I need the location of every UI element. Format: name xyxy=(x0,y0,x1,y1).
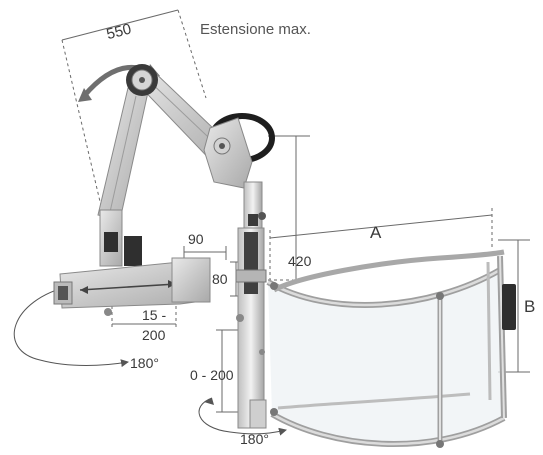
reach-550-label: 550 xyxy=(105,21,133,44)
shield-post xyxy=(235,227,267,429)
width-a-label: A xyxy=(370,223,382,242)
width-a-line xyxy=(269,214,493,239)
table-clamp xyxy=(53,209,211,316)
base-rotation-arrow xyxy=(13,285,129,368)
horizontal-adjust-label-line2: 200 xyxy=(142,327,166,343)
height-b-label: B xyxy=(524,297,535,316)
offset-90-label: 90 xyxy=(188,231,204,247)
column-rotation-label: 180° xyxy=(240,431,269,447)
shield-handle xyxy=(502,284,516,330)
protective-shield xyxy=(266,249,516,448)
shield-pane xyxy=(268,270,504,444)
offset-80-label: 80 xyxy=(212,271,228,287)
horizontal-adjust-label-line1: 15 - xyxy=(142,307,166,323)
max-extension-label: Estensione max. xyxy=(200,21,311,38)
vertical-adjust-label: 0 - 200 xyxy=(190,367,234,383)
base-rotation-label: 180° xyxy=(130,355,159,371)
reach-dimension-line xyxy=(61,9,179,41)
column-rotation-arrow xyxy=(198,397,287,436)
height-420-label: 420 xyxy=(288,253,312,269)
